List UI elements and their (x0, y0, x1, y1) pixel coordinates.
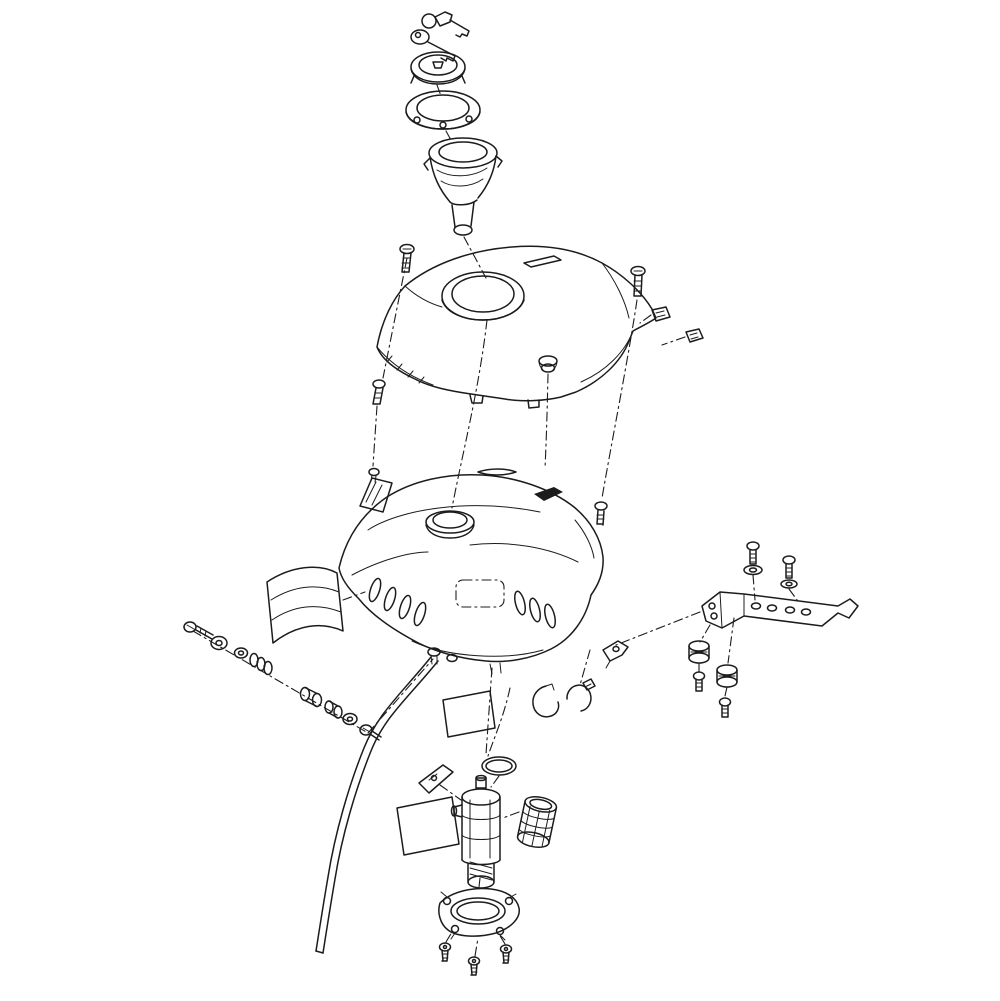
fuel-filter-icon (516, 796, 558, 848)
cover-clip-icon (651, 306, 704, 343)
tank-screw-icon (594, 501, 608, 526)
fuel-hose-icon (315, 656, 439, 954)
fuel-pump-icon (418, 764, 501, 889)
bracket-screw-icon (743, 541, 798, 589)
key-set-icon (410, 11, 470, 62)
left-hardware-icon (183, 621, 382, 741)
pump-plate-icon (438, 887, 520, 941)
bracket-damper-icon (688, 640, 738, 688)
cover-screw-right-icon (630, 265, 646, 297)
rubber-pad-icon (266, 566, 344, 644)
bracket-lower-screw-icon (692, 671, 732, 718)
o-ring-icon (481, 756, 517, 776)
fuel-tank-icon (338, 467, 608, 675)
leader-lines (192, 84, 801, 957)
plate-screws-icon (438, 942, 513, 976)
grommet-icon (538, 355, 558, 373)
cap-gasket-icon (405, 90, 481, 130)
filler-neck-icon (423, 137, 503, 236)
cover-bolt-icon (372, 379, 386, 405)
front-bracket-icon (359, 467, 393, 513)
tank-cover-icon (372, 243, 704, 409)
fuel-cap-icon (410, 51, 466, 85)
cover-screw-left-icon (399, 243, 415, 273)
small-fittings-icon (532, 640, 629, 718)
callout-box (396, 690, 496, 856)
rear-bracket-icon (688, 541, 859, 718)
